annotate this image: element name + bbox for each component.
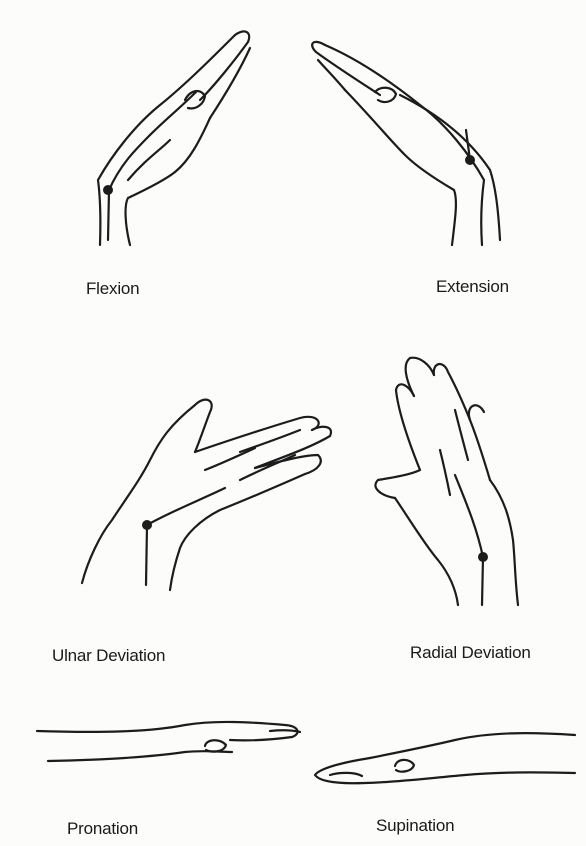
- extension-hand: [312, 42, 500, 245]
- flexion-label: Flexion: [86, 279, 139, 299]
- radial-deviation-label: Radial Deviation: [410, 643, 531, 663]
- extension-label: Extension: [436, 277, 509, 297]
- ulnar-deviation-label: Ulnar Deviation: [52, 646, 165, 666]
- supination-hand: [315, 733, 575, 783]
- ulnar-deviation-hand: [82, 400, 331, 590]
- pronation-label: Pronation: [67, 819, 138, 839]
- flexion-hand: [98, 31, 250, 245]
- radial-deviation-hand: [375, 358, 518, 605]
- supination-label: Supination: [376, 816, 454, 836]
- pronation-hand: [37, 722, 300, 761]
